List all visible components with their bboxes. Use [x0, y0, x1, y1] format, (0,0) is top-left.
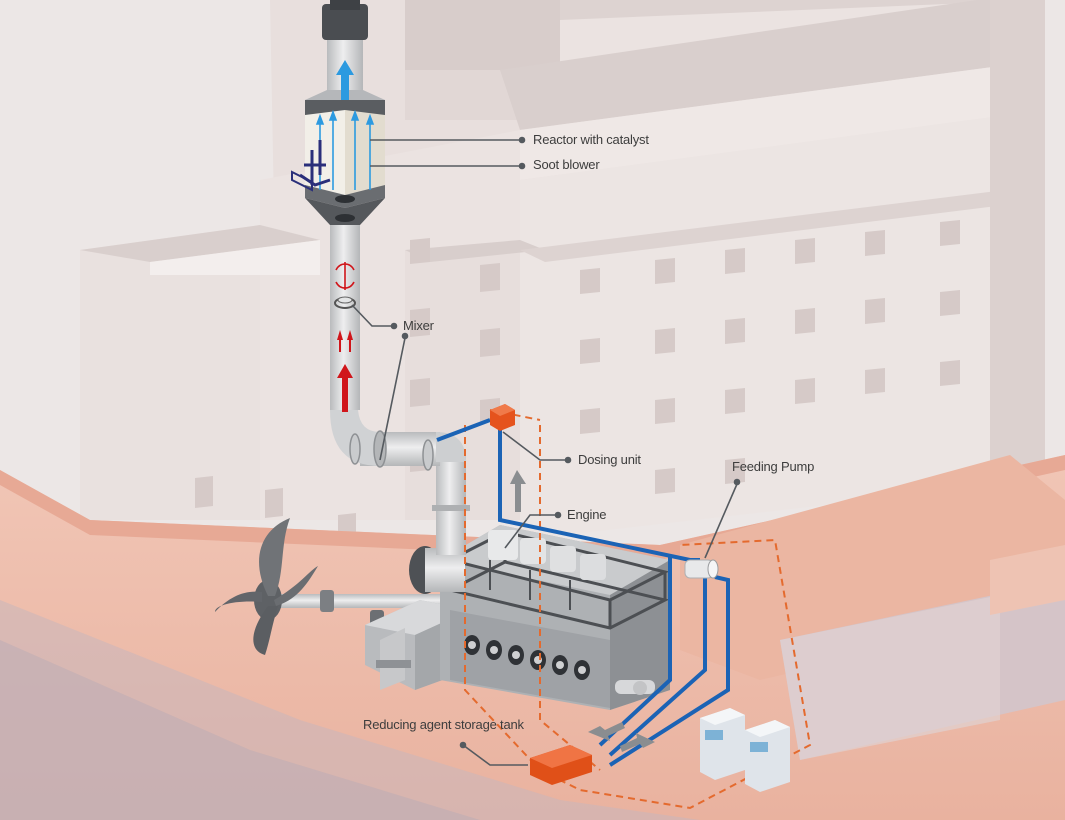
control-cabinets [700, 708, 790, 792]
exhaust-pipe [330, 210, 470, 555]
label-reducing-agent-storage-tank: Reducing agent storage tank [363, 717, 524, 732]
label-mixer: Mixer [403, 318, 434, 333]
label-feeding-pump: Feeding Pump [732, 459, 815, 474]
label-reactor-with-catalyst: Reactor with catalyst [533, 132, 649, 147]
scr-reactor [291, 0, 385, 225]
label-soot-blower: Soot blower [533, 157, 600, 172]
engine-block [409, 525, 670, 710]
label-engine: Engine [567, 507, 607, 522]
callout-leaders [351, 136, 741, 766]
dosing-unit [490, 404, 515, 431]
feeding-pump [684, 559, 719, 579]
reductant-lines [436, 418, 730, 767]
window-grid [195, 220, 960, 542]
flow-arrows [510, 470, 655, 752]
label-dosing-unit: Dosing unit [578, 452, 641, 467]
superstructure [80, 0, 1045, 540]
storage-tank [530, 745, 592, 785]
